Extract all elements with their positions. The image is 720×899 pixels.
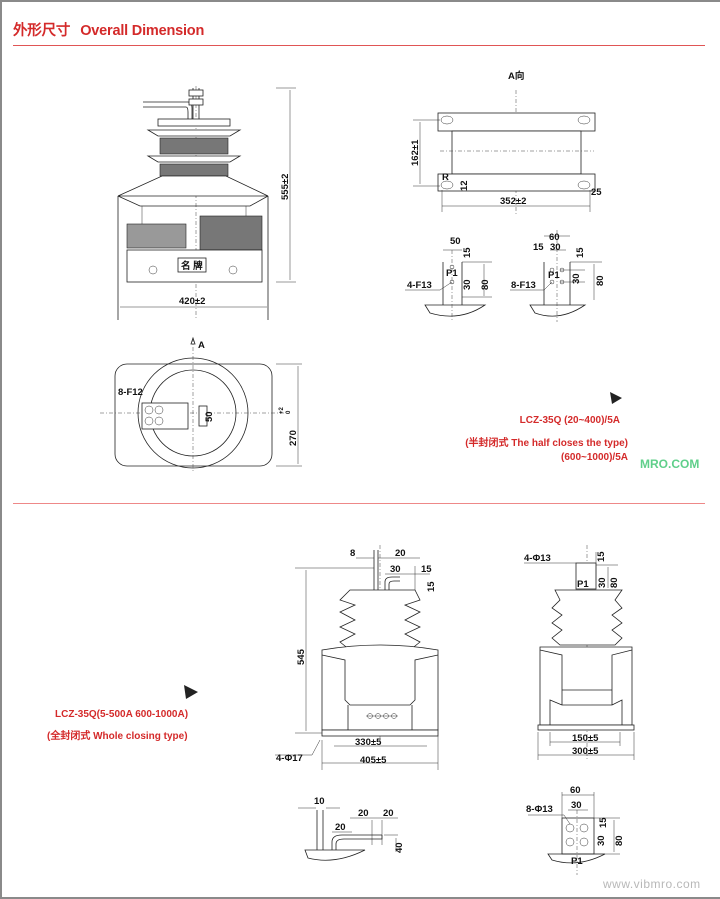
page-title: 外形尺寸 Overall Dimension	[13, 19, 204, 40]
dim-300: 300±5	[572, 746, 599, 757]
watermark-url: www.vibmro.com	[603, 877, 701, 891]
holes-label: 8-F12	[118, 387, 143, 398]
dim-width: 420±2	[179, 296, 205, 307]
title-rule	[13, 45, 705, 46]
whole-closed-detail-left: 10 20 20 20 40	[298, 796, 405, 861]
p1-label: P1	[446, 268, 458, 279]
dim-60: 60	[570, 785, 581, 796]
detail-left-4holes: 50 15 P1 30 80 4-F13	[405, 236, 492, 322]
dim-20a: 20	[358, 808, 369, 819]
dim-330: 330±5	[355, 737, 382, 748]
dim-15: 15	[598, 817, 609, 828]
dim-30: 30	[462, 279, 473, 290]
dim-40: 40	[394, 842, 405, 853]
dim-20c: 20	[335, 822, 346, 833]
detail-right-8holes: 60 15 30 15 P1 30 80 8-F13	[510, 230, 606, 322]
dim-height: 555±2	[280, 174, 291, 200]
dim-15a: 15	[421, 564, 432, 575]
dim-15: 15	[462, 247, 473, 258]
dim-30b: 30	[571, 273, 582, 284]
tol-up: +2	[279, 406, 285, 414]
half-closed-model2: (600~1000)/5A	[561, 452, 628, 463]
dim-80: 80	[595, 275, 606, 286]
dim-20: 20	[395, 548, 406, 559]
p1-label: P1	[577, 579, 589, 590]
dim-30: 30	[550, 242, 561, 253]
holes-4phi17: 4-Φ17	[276, 753, 303, 764]
dim-10: 10	[314, 796, 325, 807]
dim-depth: 270	[288, 430, 299, 446]
dim-slot: 50	[204, 411, 215, 422]
p1-label: P1	[548, 270, 560, 281]
dim-15: 15	[596, 551, 607, 562]
arrow-icon	[610, 392, 622, 404]
watermark-logo: MRO.COM	[640, 456, 699, 472]
dim-545: 545	[296, 648, 307, 665]
arrow-a-label: A	[198, 340, 205, 351]
dim-8: 8	[350, 548, 355, 559]
whole-closed-detail-right: 60 30 15 30 80 8-Φ13 P1	[526, 785, 625, 875]
a-view-title: A向	[508, 70, 524, 82]
dim-352: 352±2	[500, 196, 526, 207]
dim-12: 12	[459, 180, 470, 191]
whole-closed-front-view: 545 8 20 30 15 15 330±5 405±5 4-Φ17	[275, 545, 439, 770]
arrow-icon	[184, 685, 198, 699]
dim-50: 50	[450, 236, 461, 247]
dim-162: 162±1	[410, 139, 421, 166]
tol-dn: 0	[286, 410, 292, 414]
title-en: Overall Dimension	[80, 23, 205, 39]
dim-30: 30	[597, 577, 608, 588]
holes-4f13: 4-F13	[407, 280, 432, 291]
half-closed-model: LCZ-35Q (20~400)/5A	[519, 415, 620, 426]
whole-closed-side-view: P1 4-Φ13 15 30 80 150±5 300±5	[524, 545, 635, 760]
title-cn: 外形尺寸	[13, 23, 71, 39]
holes-8phi13: 8-Φ13	[526, 804, 553, 815]
nameplate-label: 名 牌	[181, 260, 203, 272]
watermark-logo-text: MRO.COM	[640, 457, 700, 471]
dim-r: R	[442, 172, 449, 183]
dim-80: 80	[480, 279, 491, 290]
half-closed-top-view: A 8-F12 50 270 +2 0	[100, 336, 302, 472]
dim-60: 60	[549, 232, 560, 243]
dim-15b: 15	[426, 581, 437, 592]
half-closed-front-view: 名 牌 555±2 420±2	[117, 86, 296, 320]
a-view: A向 162±1 R 12 25 352±2	[410, 70, 602, 215]
dim-80: 80	[614, 835, 625, 846]
holes-8f13: 8-F13	[511, 280, 536, 291]
holes-4phi13: 4-Φ13	[524, 553, 551, 564]
whole-closed-desc: (全封闭式 Whole closing type)	[47, 731, 188, 742]
dim-405: 405±5	[360, 755, 387, 766]
dim-30: 30	[390, 564, 401, 575]
dim-30b: 30	[596, 835, 607, 846]
dim-150: 150±5	[572, 733, 599, 744]
half-closed-desc: (半封闭式 The half closes the type)	[465, 438, 628, 449]
dim-15a: 15	[533, 242, 544, 253]
section-divider	[13, 503, 705, 504]
dim-80: 80	[609, 577, 620, 588]
dim-20b: 20	[383, 808, 394, 819]
dim-15b: 15	[575, 247, 586, 258]
p1-label: P1	[571, 856, 583, 867]
dim-30: 30	[571, 800, 582, 811]
whole-closed-model: LCZ-35Q(5-500A 600-1000A)	[55, 709, 189, 720]
dim-25: 25	[591, 187, 602, 198]
